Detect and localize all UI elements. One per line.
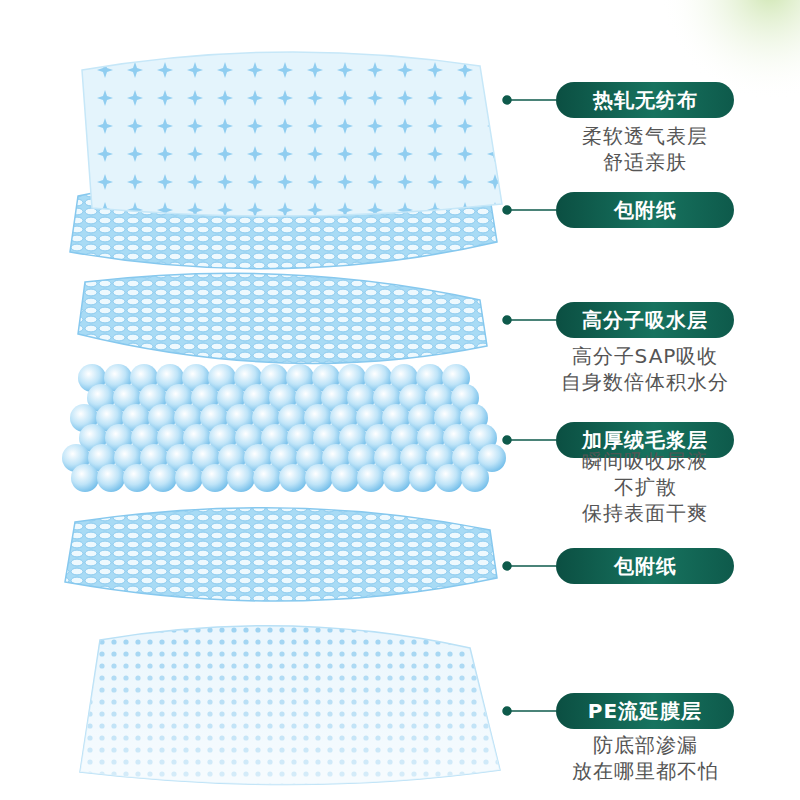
layer-description: 瞬间吸收尿液 不扩散 保持表面干爽	[547, 448, 743, 526]
layer-name: 高分子吸水层	[582, 308, 708, 332]
fluff-pulp-layer	[62, 364, 506, 492]
layer-name: PE流延膜层	[588, 699, 702, 723]
layer-name-pill: PE流延膜层	[556, 693, 734, 729]
pulp-ball	[305, 464, 333, 492]
pulp-ball	[201, 464, 229, 492]
pulp-ball	[227, 464, 255, 492]
leader-line	[507, 710, 556, 712]
pulp-ball	[149, 464, 177, 492]
pulp-ball	[71, 464, 99, 492]
pulp-ball	[409, 464, 437, 492]
leader-dot	[503, 316, 511, 324]
pulp-ball	[123, 464, 151, 492]
pe-film-fade	[80, 626, 500, 785]
pulp-ball	[97, 464, 125, 492]
layer-name-pill: 高分子吸水层	[556, 302, 734, 338]
layer-name: 热轧无纺布	[593, 88, 698, 112]
leader-line	[507, 209, 556, 211]
leader-line	[507, 439, 556, 441]
pulp-ball	[383, 464, 411, 492]
layer-name-pill: 包附纸	[556, 192, 734, 228]
leader-dot	[503, 707, 511, 715]
leader-dot	[503, 562, 511, 570]
layer-description: 防底部渗漏 放在哪里都不怕	[547, 732, 743, 784]
pulp-ball	[279, 464, 307, 492]
layer-name: 包附纸	[614, 198, 677, 222]
pulp-ball	[253, 464, 281, 492]
pulp-ball	[331, 464, 359, 492]
layer-name: 加厚绒毛浆层	[582, 428, 708, 452]
pulp-ball	[461, 464, 489, 492]
layer-name-pill: 热轧无纺布	[556, 82, 734, 118]
pulp-ball	[357, 464, 385, 492]
leader-dot	[503, 96, 511, 104]
pulp-ball	[175, 464, 203, 492]
layer-name: 包附纸	[614, 554, 677, 578]
leader-line	[507, 99, 556, 101]
wrap-paper-layer	[65, 508, 497, 601]
pulp-ball	[435, 464, 463, 492]
leader-line	[507, 565, 556, 567]
pe-film-layer	[80, 626, 500, 785]
leader-dot	[503, 436, 511, 444]
layer-name-pill: 包附纸	[556, 548, 734, 584]
layer-description: 高分子SAP吸收 自身数倍体积水分	[547, 343, 743, 395]
nonwoven-layer	[82, 52, 502, 216]
leader-dot	[503, 206, 511, 214]
layer-description: 柔软透气表层 舒适亲肤	[547, 123, 743, 175]
sap-layer	[78, 273, 487, 363]
leader-line	[507, 319, 556, 321]
